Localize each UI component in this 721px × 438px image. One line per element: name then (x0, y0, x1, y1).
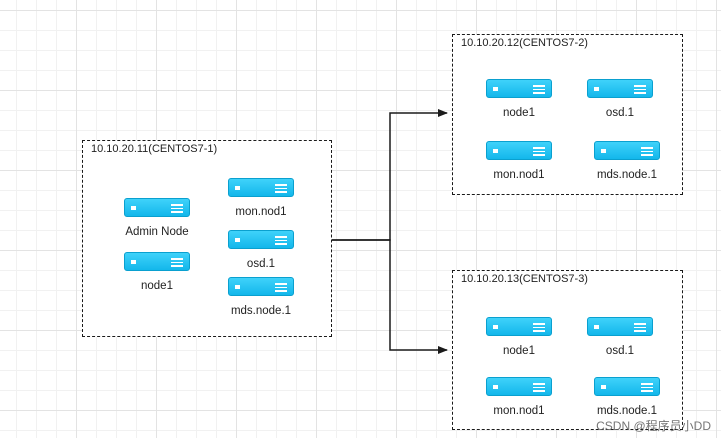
server-icon (587, 79, 653, 98)
server-node-osd[interactable]: osd.1 (211, 230, 311, 280)
node-label: node1 (503, 345, 535, 357)
server-node-admin[interactable]: Admin Node (107, 198, 207, 248)
server-node-mds[interactable]: mds.node.1 (577, 141, 677, 191)
host-label: 10.10.20.13(CENTOS7-3) (461, 273, 588, 285)
node-label: osd.1 (605, 107, 635, 119)
server-icon (594, 141, 660, 160)
server-icon (594, 377, 660, 396)
server-node-mon[interactable]: mon.nod1 (469, 141, 569, 191)
server-icon (124, 252, 190, 271)
watermark: CSDN @程序员小DD (596, 419, 711, 433)
node-label: mon.nod1 (493, 405, 545, 417)
server-icon (124, 198, 190, 217)
arrow-to-centos7-2[interactable] (331, 109, 448, 241)
node-label: mon.nod1 (235, 206, 287, 218)
arrow-to-centos7-3[interactable] (331, 239, 448, 354)
server-icon (486, 79, 552, 98)
server-icon (486, 141, 552, 160)
node-label: mds.node.1 (596, 169, 658, 181)
host-group-centos7-1[interactable]: 10.10.20.11(CENTOS7-1) Admin Node mon.no… (82, 140, 332, 337)
server-node-node1[interactable]: node1 (469, 79, 569, 129)
server-icon (228, 277, 294, 296)
node-label: node1 (503, 107, 535, 119)
server-node-mon[interactable]: mon.nod1 (469, 377, 569, 427)
server-node-osd[interactable]: osd.1 (570, 317, 670, 367)
server-node-osd[interactable]: osd.1 (570, 79, 670, 129)
server-icon (486, 377, 552, 396)
host-group-centos7-2[interactable]: 10.10.20.12(CENTOS7-2) node1 osd.1 mon.n… (452, 34, 683, 195)
server-node-mds[interactable]: mds.node.1 (577, 377, 677, 427)
host-label: 10.10.20.11(CENTOS7-1) (91, 143, 218, 155)
host-group-centos7-3[interactable]: 10.10.20.13(CENTOS7-3) node1 osd.1 mon.n… (452, 270, 683, 430)
server-node-mds[interactable]: mds.node.1 (211, 277, 311, 327)
server-icon (587, 317, 653, 336)
node-label: mon.nod1 (493, 169, 545, 181)
node-label: mds.node.1 (230, 305, 292, 317)
node-label: osd.1 (246, 258, 276, 270)
server-node-node1[interactable]: node1 (107, 252, 207, 302)
host-label: 10.10.20.12(CENTOS7-2) (461, 37, 588, 49)
server-icon (228, 230, 294, 249)
server-node-mon[interactable]: mon.nod1 (211, 178, 311, 228)
node-label: osd.1 (605, 345, 635, 357)
server-node-node1[interactable]: node1 (469, 317, 569, 367)
node-label: Admin Node (125, 226, 189, 238)
server-icon (228, 178, 294, 197)
server-icon (486, 317, 552, 336)
node-label: mds.node.1 (596, 405, 658, 417)
node-label: node1 (141, 280, 173, 292)
